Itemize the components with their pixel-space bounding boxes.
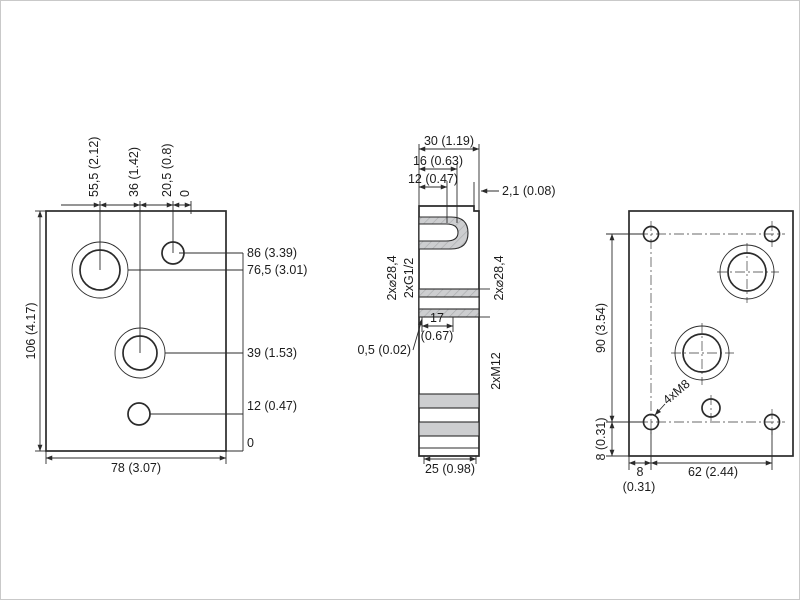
back-dim-8-in: (0.31)	[623, 480, 656, 494]
side-dim-17-mm: 17	[430, 311, 444, 325]
side-label-g12-port: 2xG1/2	[402, 258, 416, 298]
back-view: 90 (3.54) 8 (0.31) 4xM8 8 (0.31) 62 (2.4…	[594, 210, 794, 494]
side-bottom-thread-upper	[418, 393, 480, 409]
back-port-mid	[682, 333, 722, 373]
front-dim-36: 36 (1.42)	[127, 147, 141, 197]
back-port-mid-counterbore	[674, 325, 730, 381]
back-m8-hole-top-right	[763, 225, 781, 243]
side-view: 30 (1.19) 16 (0.63) 12 (0.47) 2,1 (0.08)…	[357, 134, 555, 476]
back-pilot-hole-center	[701, 398, 721, 418]
front-dim-12: 12 (0.47)	[247, 399, 297, 413]
front-dim-zero-right: 0	[247, 436, 254, 450]
front-dim-86: 86 (3.39)	[247, 246, 297, 260]
side-dim-0-5: 0,5 (0.02)	[357, 343, 411, 357]
back-port-top-counterbore	[719, 244, 775, 300]
front-dim-76-5: 76,5 (3.01)	[247, 263, 307, 277]
front-plate-outline	[45, 210, 227, 452]
front-view: 55,5 (2.12) 36 (1.42) 20,5 (0.8) 0 86 (3…	[24, 137, 307, 475]
back-dim-62: 62 (2.44)	[688, 465, 738, 479]
front-bottom-dimension-lines	[45, 451, 227, 464]
front-right-dimension-lines	[128, 252, 244, 452]
back-dim-8-side: 8 (0.31)	[594, 417, 608, 460]
side-dim-30: 30 (1.19)	[424, 134, 474, 148]
side-mid-port-bore	[418, 296, 480, 310]
front-dim-20-5: 20,5 (0.8)	[160, 143, 174, 197]
front-top-dimension-lines	[61, 201, 192, 353]
back-dim-90: 90 (3.54)	[594, 303, 608, 353]
back-left-dimension-lines	[606, 233, 644, 457]
side-top-port-bore	[418, 223, 459, 242]
side-gap-leader	[412, 318, 423, 351]
back-port-top	[727, 252, 767, 292]
front-left-dimension-lines	[35, 210, 46, 452]
front-dim-39: 39 (1.53)	[247, 346, 297, 360]
back-bottom-dimension-lines	[628, 430, 773, 470]
front-dim-55-5: 55,5 (2.12)	[87, 137, 101, 197]
back-m8-leader	[654, 403, 666, 416]
side-label-bore-left: 2x⌀28,4	[385, 255, 399, 300]
side-label-m12-thread: 2xM12	[489, 352, 503, 390]
side-dim-16: 16 (0.63)	[413, 154, 463, 168]
side-dim-17-in: (0.67)	[421, 329, 454, 343]
side-label-bore-right: 2x⌀28,4	[492, 255, 506, 300]
side-bottom-dimension-lines	[423, 456, 477, 464]
side-bottom-thread-lower	[418, 421, 480, 437]
front-dim-zero-top: 0	[178, 190, 192, 197]
side-top-dimension-lines	[418, 144, 499, 223]
side-dim-25: 25 (0.98)	[425, 462, 475, 476]
front-dim-78: 78 (3.07)	[111, 461, 161, 475]
back-dim-8-mm: 8	[637, 465, 644, 479]
front-dim-106: 106 (4.17)	[24, 303, 38, 360]
side-dim-12: 12 (0.47)	[408, 172, 458, 186]
back-m8-hole-bottom-right	[763, 413, 781, 431]
side-dim-2-1: 2,1 (0.08)	[502, 184, 556, 198]
